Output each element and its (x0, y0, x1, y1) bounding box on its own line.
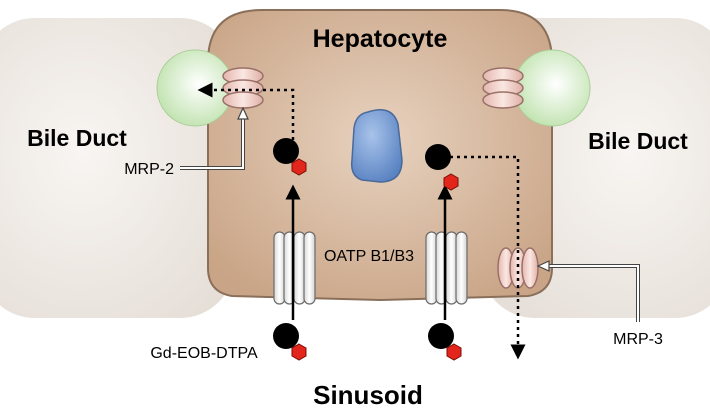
oatp-transporter-left-icon (273, 231, 316, 305)
bile-canaliculus-left (156, 49, 234, 127)
bile-duct-right-label: Bile Duct (588, 128, 688, 154)
oatp-label: OATP B1/B3 (324, 248, 414, 265)
molecule-icon-sinusoid-right (428, 323, 462, 361)
nucleus-icon (350, 109, 403, 183)
mrp2-transporter-right-icon (482, 67, 524, 109)
oatp-transporter-right-icon (425, 231, 468, 305)
efflux-arrow-mrp3 (450, 155, 526, 360)
mrp2-callout (180, 106, 249, 170)
molecule-icon-sinusoid-left (273, 323, 307, 361)
mrp3-transporter-icon (497, 247, 539, 289)
mrp3-label: MRP-3 (613, 331, 663, 348)
mrp2-transporter-icon (222, 67, 264, 109)
bile-canaliculus-right (513, 49, 591, 127)
mrp2-label: MRP-2 (124, 161, 174, 178)
molecule-icon-intracellular-right (425, 144, 459, 191)
contrast-agent-label: Gd-EOB-DTPA (150, 345, 258, 362)
molecule-icon-intracellular-left (273, 138, 307, 176)
sinusoid-label: Sinusoid (313, 380, 423, 409)
bile-duct-left-label: Bile Duct (27, 125, 127, 151)
excretion-arrow-mrp2 (197, 82, 295, 140)
mrp3-callout (536, 260, 640, 322)
hepatocyte-label: Hepatocyte (313, 25, 448, 53)
